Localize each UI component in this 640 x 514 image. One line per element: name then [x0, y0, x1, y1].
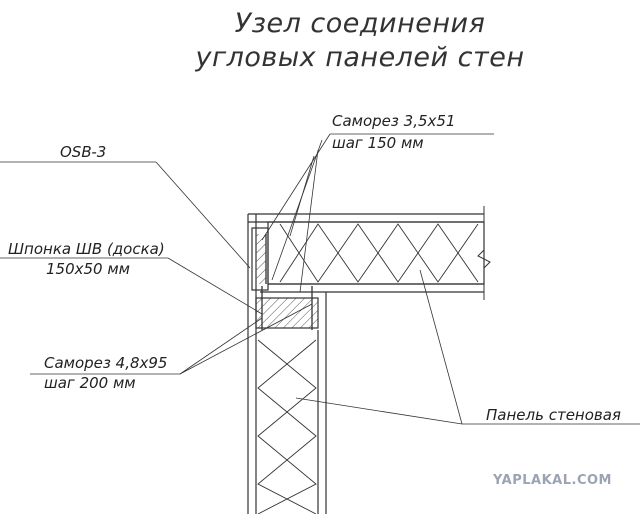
diagram-title-line1: Узел соединения — [234, 8, 486, 39]
diagram-title-line2: угловых панелей стен — [195, 42, 525, 73]
vertical-insulation-zigzag-2 — [257, 339, 317, 514]
horizontal-panel-core — [267, 221, 485, 285]
key-board-hatched — [255, 297, 319, 329]
label-key-board: Шпонка ШВ (доска) — [8, 240, 165, 258]
label-screw-bottom-step: шаг 200 мм — [44, 374, 136, 392]
label-screw-top-size: Саморез 3,5х51 — [332, 112, 456, 130]
break-line — [477, 206, 491, 300]
horizontal-insulation-zigzag-2 — [279, 223, 479, 283]
corner-stud — [251, 227, 269, 291]
vertical-insulation-zigzag-1 — [257, 339, 317, 514]
label-key-board-size: 150х50 мм — [46, 260, 130, 278]
horizontal-insulation-zigzag-1 — [279, 223, 479, 283]
watermark: YAPLAKAL.COM — [493, 473, 612, 488]
label-screw-top-step: шаг 150 мм — [332, 134, 424, 152]
corner-stud-hatch — [256, 234, 266, 284]
leader-lines — [0, 133, 640, 425]
screws — [261, 234, 313, 330]
label-wall-panel: Панель стеновая — [486, 406, 621, 424]
label-screw-bottom-size: Саморез 4,8х95 — [44, 354, 168, 372]
horizontal-wall-panel — [248, 206, 491, 300]
label-osb: OSB-3 — [60, 143, 107, 161]
